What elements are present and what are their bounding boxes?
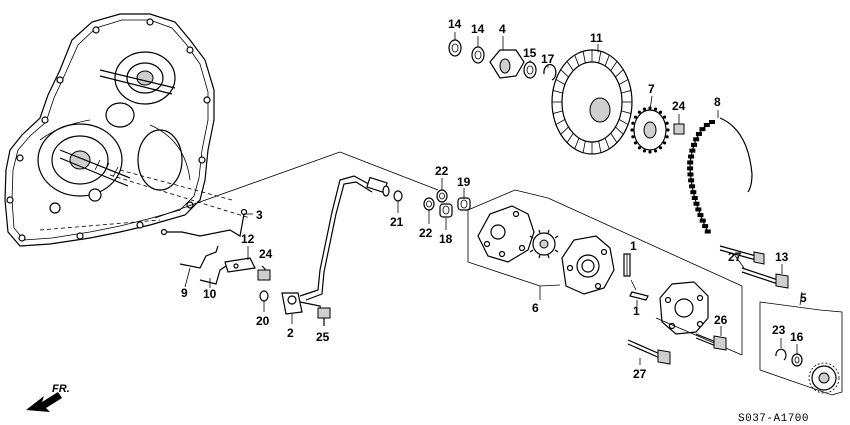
- washer-16: [791, 353, 803, 367]
- bolt-13: [741, 267, 789, 289]
- callout-4: 4: [499, 22, 506, 36]
- pump-inner-rotor: [529, 229, 559, 259]
- main-shaft-bore: [37, 123, 131, 197]
- callout-16: 16: [790, 330, 804, 344]
- callout-23: 23: [772, 323, 786, 337]
- transmission-housing: [4, 13, 215, 247]
- front-direction-label: FR.: [52, 383, 70, 395]
- callout-1-lower: 1: [633, 304, 640, 318]
- callout-22-upper: 22: [435, 164, 449, 178]
- housing-leader-lines: [39, 151, 439, 231]
- pump-cover: [477, 205, 535, 263]
- pump-sprocket: [808, 362, 840, 394]
- oil-pipe-9: [179, 245, 219, 269]
- callout-14-a: 14: [448, 17, 462, 31]
- pump-body: [561, 235, 615, 295]
- callout-11: 11: [590, 31, 603, 45]
- bolt-25: [317, 307, 331, 326]
- callout-8: 8: [714, 95, 721, 109]
- o-ring-22-lower: [423, 197, 435, 211]
- washer-20: [259, 290, 269, 302]
- callout-9: 9: [181, 286, 188, 300]
- callout-7: 7: [648, 82, 655, 96]
- callout-5: 5: [800, 291, 807, 305]
- callout-3: 3: [256, 208, 263, 222]
- seal-14-a: [448, 39, 462, 57]
- circlip-17: [543, 63, 557, 81]
- bolt-27-lower: [627, 339, 671, 365]
- diagram-code: S037-A1700: [738, 413, 809, 425]
- callout-22-lower: 22: [419, 226, 433, 240]
- callout-27-lower: 27: [633, 367, 647, 381]
- callout-10: 10: [203, 287, 217, 301]
- sprocket-7: [630, 106, 670, 154]
- callout-21: 21: [390, 215, 404, 229]
- oil-pipe-assembly-2: [281, 175, 390, 319]
- callout-18: 18: [439, 232, 453, 246]
- callout-6: 6: [532, 301, 539, 315]
- bolt-26: [695, 333, 727, 351]
- callout-19: 19: [457, 175, 471, 189]
- upper-shaft-bore: [99, 51, 176, 105]
- callout-26: 26: [714, 313, 728, 327]
- parking-gear-11: [551, 49, 633, 155]
- pump-outline-right: [547, 197, 743, 356]
- bolt-24-left: [257, 265, 271, 281]
- circlip-23: [775, 348, 787, 361]
- o-ring-22-upper: [436, 189, 448, 203]
- callout-1-upper: 1: [630, 239, 637, 253]
- callout-20: 20: [256, 314, 270, 328]
- callout-12: 12: [241, 232, 255, 246]
- front-direction-arrow: [26, 392, 62, 412]
- pin-1-lower: [629, 291, 649, 301]
- callout-labels: 1 1 2 3 4 5 6 7 8 9 10 11 12 13 14 14 15…: [181, 17, 807, 381]
- o-ring-21: [393, 190, 403, 202]
- callout-25: 25: [316, 330, 330, 344]
- oil-pipe-3: [160, 208, 248, 237]
- oil-pump-box: [467, 189, 561, 287]
- bushing-18: [439, 203, 453, 218]
- sprocket-box-5: [759, 301, 843, 396]
- seal-19: [457, 197, 471, 211]
- callout-15: 15: [523, 46, 537, 60]
- bracket-12: [224, 257, 256, 273]
- seal-14-b: [471, 46, 485, 64]
- callout-27-upper: 27: [728, 250, 742, 264]
- callout-14-b: 14: [471, 22, 485, 36]
- callout-24-left: 24: [259, 247, 273, 261]
- pump-housing: [659, 281, 709, 335]
- callout-13: 13: [775, 250, 789, 264]
- callout-24-right: 24: [672, 99, 686, 113]
- bolt-24-right: [673, 123, 685, 135]
- hub-4: [489, 49, 525, 79]
- callout-17: 17: [541, 52, 555, 66]
- housing-bolt-holes: [6, 18, 211, 242]
- callout-2: 2: [287, 326, 294, 340]
- washer-15: [523, 61, 537, 79]
- drive-chain-8: [687, 117, 753, 234]
- bolt-27-upper: [719, 245, 765, 265]
